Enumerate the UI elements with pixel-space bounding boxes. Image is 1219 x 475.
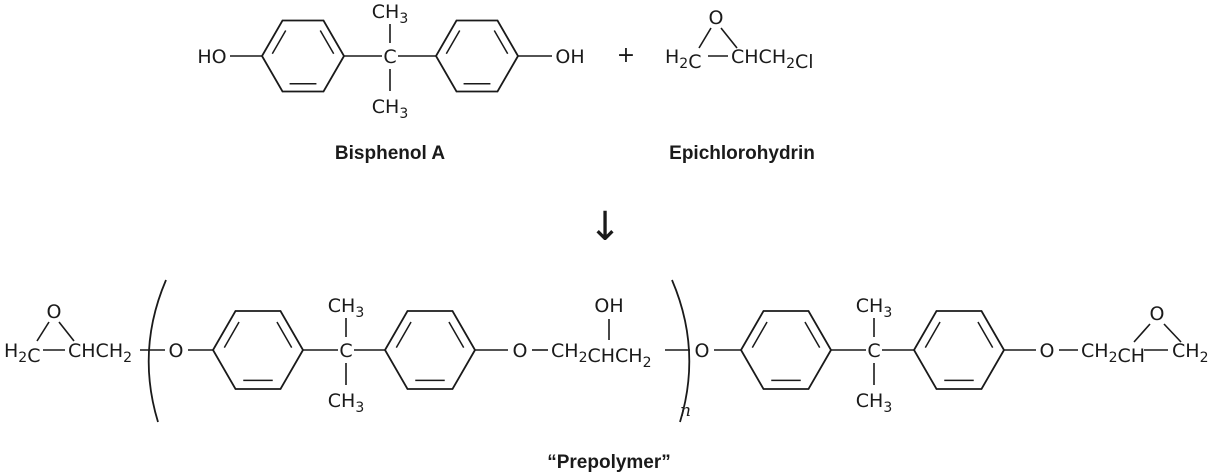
epoxide-co-bond-right	[720, 27, 738, 49]
bisphenol-methyl-bottom: CH3	[372, 96, 408, 122]
prepolymer-label: “Prepolymer”	[547, 452, 671, 473]
linker-hydroxyl: OH	[594, 295, 623, 317]
repeat-unit-methyl-bottom: CH3	[328, 390, 364, 416]
epichlorohydrin-epoxide-oxygen: O	[709, 7, 724, 29]
bisphenol-a-label: Bisphenol A	[335, 143, 445, 164]
left-end-chain: CHCH2	[68, 340, 132, 366]
repeat-ring-left	[211, 310, 305, 390]
bisphenol-ring-right	[434, 19, 520, 93]
repeat-oxygen-linker: O	[513, 340, 528, 362]
end-unit-quaternary-carbon: C	[867, 340, 880, 362]
epichlorohydrin-h2c: H2C	[665, 46, 702, 73]
benzene-double-bond	[493, 30, 509, 55]
repeat-unit-methyl-top: CH3	[328, 295, 364, 321]
benzene-double-bond	[804, 321, 821, 348]
bisphenol-ho-group: HO	[197, 46, 226, 68]
reaction-arrow: ↓	[588, 204, 622, 250]
bond-lines	[36, 19, 1182, 423]
epichlorohydrin-label: Epichlorohydrin	[669, 143, 815, 164]
bisphenol-ring-left	[260, 19, 346, 93]
end-unit-methyl-bottom: CH3	[856, 390, 892, 416]
bisphenol-oh-group: OH	[555, 46, 584, 68]
plus-sign: +	[617, 43, 635, 68]
benzene-double-bond	[319, 30, 335, 55]
end-oxygen: O	[1040, 340, 1055, 362]
oxygen-after-bracket: O	[695, 340, 710, 362]
end-ring-left	[739, 310, 833, 390]
repeat-oxygen-left: O	[169, 340, 184, 362]
benzene-double-bond	[448, 321, 465, 348]
epoxide-co-bond-left	[698, 27, 712, 49]
left-epoxide-co-bond-b	[58, 321, 75, 342]
right-epoxide-co-bond-b	[1163, 323, 1182, 343]
end-ring-right	[912, 310, 1006, 390]
repeat-bracket-right	[671, 279, 691, 423]
benzene-ring-outer	[211, 310, 305, 390]
end-unit-methyl-top: CH3	[856, 295, 892, 321]
benzene-double-bond	[977, 321, 994, 348]
benzene-ring-outer	[260, 19, 346, 93]
benzene-ring-outer	[434, 19, 520, 93]
benzene-double-bond	[395, 321, 412, 348]
benzene-ring-outer	[739, 310, 833, 390]
benzene-ring-outer	[383, 310, 477, 390]
right-epoxide-oxygen: O	[1150, 303, 1165, 325]
left-epoxide-h2c: H2C	[4, 340, 41, 367]
right-end-chain: CH2CH	[1081, 340, 1145, 367]
benzene-double-bond	[271, 30, 287, 55]
benzene-double-bond	[223, 321, 240, 348]
benzene-ring-outer	[912, 310, 1006, 390]
benzene-double-bond	[276, 321, 293, 348]
bisphenol-methyl-top: CH3	[372, 1, 408, 27]
bisphenol-quaternary-carbon: C	[383, 46, 396, 68]
epichlorohydrin-chain: CHCH2Cl	[731, 46, 814, 73]
repeat-ring-right	[383, 310, 477, 390]
right-epoxide-ch2: CH2	[1172, 340, 1208, 366]
benzene-double-bond	[924, 321, 941, 348]
repeat-unit-quaternary-carbon: C	[339, 340, 352, 362]
benzene-double-bond	[751, 321, 768, 348]
benzene-double-bond	[445, 30, 461, 55]
right-epoxide-co-bond-a	[1133, 323, 1151, 343]
hydroxypropyl-linker: CH2CHCH2	[551, 340, 652, 371]
repeat-bracket-left	[147, 279, 167, 423]
left-epoxide-co-bond-a	[36, 321, 50, 342]
repeat-unit-subscript-n: n	[680, 401, 691, 421]
left-epoxide-oxygen: O	[47, 301, 62, 323]
